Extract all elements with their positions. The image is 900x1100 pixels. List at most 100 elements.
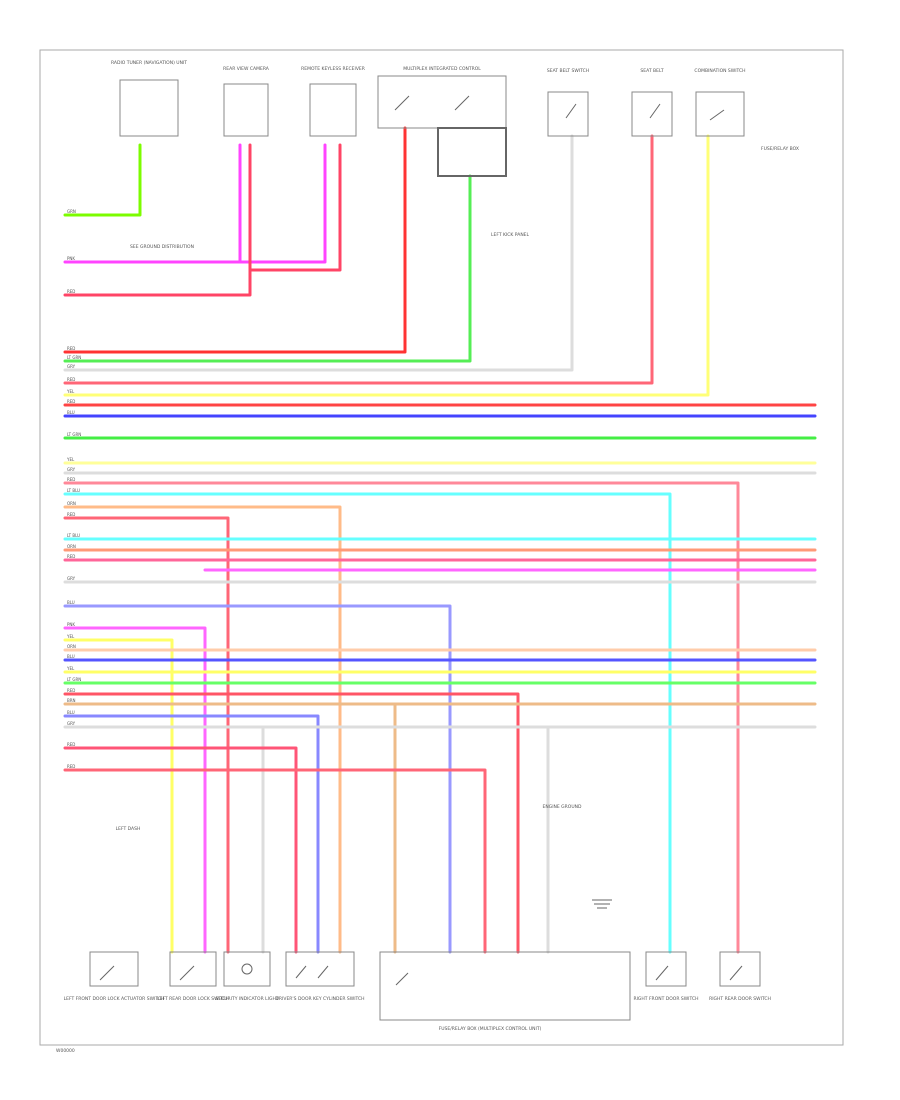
wire-label-w28: LT GRN	[67, 677, 81, 682]
wire-label-w7: RED	[67, 377, 75, 382]
lf-door-lock-switch-box	[89, 951, 139, 987]
wire-label-w29: RED	[67, 688, 75, 693]
ground-symbol-icon	[592, 899, 612, 909]
label-security-indicator: SECURITY INDICATOR LIGHT	[215, 996, 278, 1002]
wire-w24	[63, 638, 174, 954]
wire-w8	[63, 134, 710, 397]
label-radio-tuner: RADIO TUNER (NAVIGATION) UNIT	[111, 60, 187, 66]
wire-label-w17: RED	[67, 512, 75, 517]
multiplex-integrated-box	[377, 75, 507, 129]
wire-label-w22: BLU	[67, 600, 75, 605]
note-left-kick-panel: LEFT KICK PANEL	[491, 232, 530, 238]
label-seat-belt-switch: SEAT BELT SWITCH	[547, 68, 589, 74]
wire-label-w33: RED	[67, 742, 75, 747]
wire-label-w8: YEL	[66, 389, 75, 394]
wire-label-w19: ORN	[67, 544, 76, 549]
wire-w14	[63, 481, 740, 954]
wire-label-w2: PNK	[67, 256, 75, 261]
label-combination-switch: COMBINATION SWITCH	[694, 68, 745, 74]
wire-label-w15: LT BLU	[67, 488, 80, 493]
label-lf-door-lock: LEFT FRONT DOOR LOCK ACTUATOR SWITCH	[64, 996, 165, 1002]
label-rr-door-switch: RIGHT REAR DOOR SWITCH	[709, 996, 771, 1002]
wire-label-w26: BLU	[67, 654, 75, 659]
rr-door-switch-box	[719, 951, 761, 987]
wire-w16	[63, 505, 342, 954]
wire-w7	[63, 134, 654, 385]
wire-label-w30: BRN	[67, 698, 76, 703]
label-seat-belt: SEAT BELT	[640, 68, 663, 74]
wire-w34	[63, 768, 487, 954]
wire-w5	[63, 174, 472, 363]
wire-w29	[63, 692, 520, 954]
seat-belt-switch-box	[547, 91, 589, 137]
wire-label-w16: ORN	[67, 501, 76, 506]
wire-label-w9: RED	[67, 399, 75, 404]
wire-label-w32: GRY	[67, 721, 76, 726]
wire-w4	[63, 126, 407, 354]
wire-w6	[63, 134, 574, 372]
wire-label-w1: GRN	[67, 209, 76, 214]
wire-label-w20: RED	[67, 554, 75, 559]
wire-label-w5: LT GRN	[67, 355, 81, 360]
wire-label-w6: GRY	[67, 364, 76, 369]
rear-view-camera-box	[223, 83, 269, 137]
wire-w22	[63, 604, 452, 954]
label-driver-key-cylinder: DRIVER'S DOOR KEY CYLINDER SWITCH	[275, 996, 364, 1002]
wire-label-w25: ORN	[67, 644, 76, 649]
component-labels: RADIO TUNER (NAVIGATION) UNIT REAR VIEW …	[56, 60, 799, 1054]
lr-door-lock-switch-box	[169, 951, 217, 987]
wire-w30	[63, 702, 817, 954]
wire-label-w18: LT BLU	[67, 533, 80, 538]
label-keyless-receiver: REMOTE KEYLESS RECEIVER	[301, 66, 365, 72]
wire-label-w3: RED	[67, 289, 75, 294]
wire-w15	[63, 492, 672, 954]
wire-labels: GRN PNK RED RED LT GRN GRY RED YEL RED BLU LT GRN Y…	[66, 209, 81, 769]
label-multiplex: MULTIPLEX INTEGRATED CONTROL	[403, 66, 481, 72]
wire-label-w4: RED	[67, 346, 75, 351]
wire-label-w31: BLU	[67, 710, 75, 715]
wire-label-w21: GRY	[67, 576, 76, 581]
label-fuse-relay-box: FUSE/RELAY BOX (MULTIPLEX CONTROL UNIT)	[439, 1026, 542, 1032]
wire-w1	[63, 143, 142, 217]
footer-code: W00000	[56, 1048, 75, 1054]
wire-w23	[63, 568, 817, 954]
wire-w3	[63, 143, 342, 297]
wire-w31	[63, 714, 320, 954]
top-components	[119, 75, 745, 177]
wire-label-w27: YEL	[66, 666, 75, 671]
keyless-receiver-box	[309, 83, 357, 137]
note-engine-ground: ENGINE GROUND	[543, 804, 582, 810]
note-fuse-relay: FUSE/RELAY BOX	[761, 146, 799, 152]
wire-w17	[63, 516, 230, 954]
combination-switch-box	[695, 91, 745, 137]
switch-symbol-icon	[99, 965, 743, 986]
indicator-lamp-icon	[241, 963, 253, 975]
fuse-relay-box	[379, 951, 631, 1021]
label-lr-door-lock: LEFT REAR DOOR LOCK SWITCH	[157, 996, 229, 1002]
wire-label-w12: YEL	[66, 457, 75, 462]
wire-label-w23: PNK	[67, 622, 75, 627]
label-rf-door-switch: RIGHT FRONT DOOR SWITCH	[633, 996, 698, 1002]
wire-label-w10: BLU	[67, 410, 75, 415]
wire-w33	[63, 746, 298, 954]
rf-door-switch-box	[645, 951, 687, 987]
wire-w32	[63, 725, 817, 954]
diagram-frame	[39, 49, 844, 1046]
bottom-components	[89, 899, 761, 1021]
note-left-dash: LEFT DASH	[116, 826, 141, 832]
wire-label-w14: RED	[67, 477, 75, 482]
wire-w2	[63, 143, 327, 264]
label-rear-camera: REAR VIEW CAMERA	[223, 66, 270, 72]
wire-paths	[63, 126, 817, 954]
switch-symbol-icon	[394, 95, 725, 121]
security-indicator-box	[223, 951, 271, 987]
driver-key-cylinder-box	[285, 951, 355, 987]
radio-tuner-box	[119, 79, 179, 137]
wire-label-w11: LT GRN	[67, 432, 81, 437]
relay-sub-box	[437, 127, 507, 177]
note-ground-distribution: SEE GROUND DISTRIBUTION	[130, 244, 194, 250]
wire-label-w13: GRY	[67, 467, 76, 472]
seat-belt-box	[631, 91, 673, 137]
wire-label-w24: YEL	[66, 634, 75, 639]
